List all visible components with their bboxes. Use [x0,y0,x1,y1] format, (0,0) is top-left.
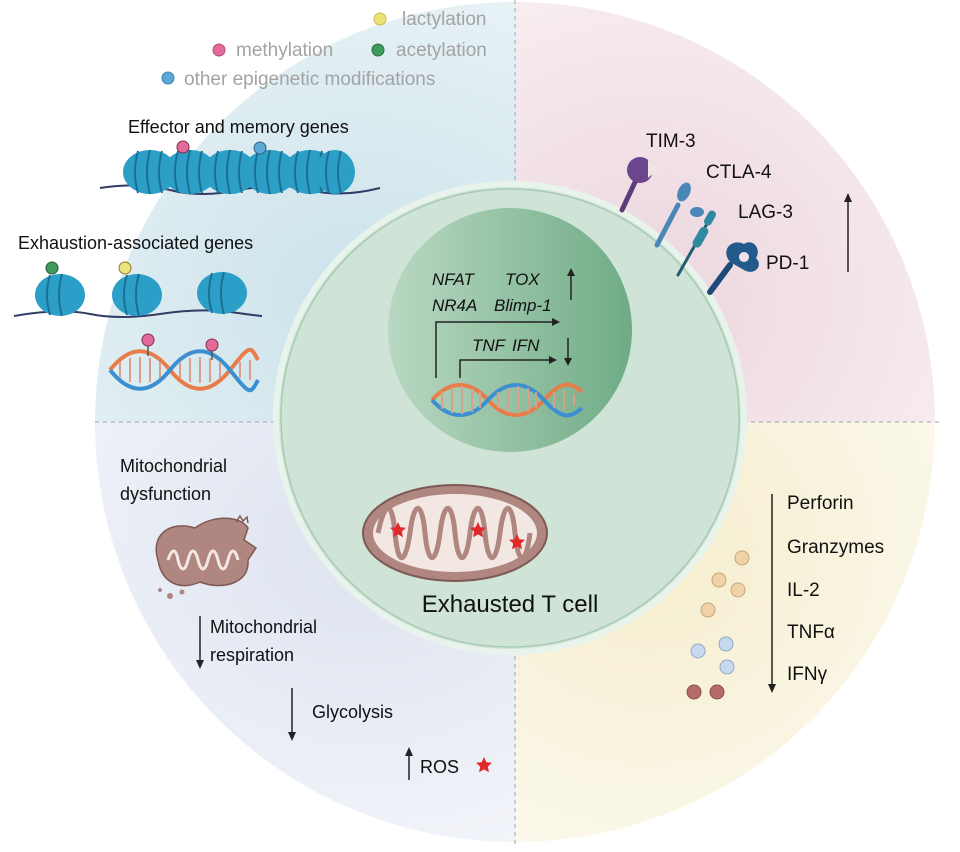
t-cell-membrane [280,188,740,648]
ros-star-icon [470,522,486,538]
down-arrow-icon [564,338,572,366]
histone-icon [112,273,162,317]
ros-star-icon [509,534,525,550]
cytokine-label: TNFα [787,622,835,643]
histone-cluster-exhaustion [35,261,247,317]
tim3-receptor-icon [619,157,660,213]
exhaustion-genes-label: Exhaustion-associated genes [18,233,253,253]
down-arrow-icon [768,494,776,693]
mito-respiration-line2: respiration [210,645,294,665]
ros-star-icon [390,522,406,538]
histone-cluster-effector [123,140,355,195]
legend-acetylation: acetylation [396,40,487,61]
histone-icon [203,149,257,195]
cytokines-panel: Perforin Granzymes IL-2 TNFα IFNγ [686,493,884,700]
methylation-mark-icon [205,338,219,352]
acetylation-dot-icon [371,43,385,57]
legend-lactylation: lactylation [402,9,487,30]
histone-icon [315,150,355,194]
cytokine-label: Perforin [787,493,854,514]
methylation-mark-icon [141,333,155,347]
lactylation-mark-icon [118,261,132,275]
mitochondrion-cell-icon [362,484,548,582]
receptor-label: PD-1 [766,253,809,274]
receptor-cluster: TIM-3 CTLA-4 LAG-3 PD-1 [619,131,852,295]
legend-methylation: methylation [236,40,333,61]
receptor-label: CTLA-4 [706,162,772,183]
other-mod-mark-icon [253,141,267,155]
ctla4-receptor-icon [654,182,704,248]
histone-icon [197,271,247,315]
up-arrow-icon [567,268,575,300]
receptor-label: LAG-3 [738,202,793,223]
up-arrow-icon [405,747,413,780]
cytokine-label: IL-2 [787,580,820,601]
cytokine-label: IFNγ [787,664,828,685]
mito-dysfunction-line1: Mitochondrial [120,456,227,476]
histone-icon [163,149,217,195]
dna-helix-nucleus [430,382,584,418]
histone-icon [243,149,297,195]
nucleus-content: NFAT TOX NR4A Blimp-1 TNF IFN [430,268,584,418]
cell-label: Exhausted T cell [422,591,599,618]
methylation-mark-icon [176,140,190,154]
legend: lactylation methylation acetylation othe… [161,9,487,90]
gene-tnf: TNF [472,336,507,355]
mito-respiration-line1: Mitochondrial [210,617,317,637]
down-arrow-icon [288,688,296,741]
histone-icon [35,273,85,317]
lag3-receptor-icon [676,210,716,277]
effector-genes-label: Effector and memory genes [128,117,349,137]
dna-helix-left [108,333,260,393]
secreted-granules-icon [686,550,750,700]
gene-blimp1: Blimp-1 [494,296,552,315]
pd1-receptor-icon [707,242,759,295]
down-arrow-icon [196,616,204,669]
gene-nfat: NFAT [432,270,475,289]
mito-dysfunction-line2: dysfunction [120,484,211,504]
methylation-dot-icon [212,43,226,57]
ros-star-icon [476,757,492,773]
legend-other: other epigenetic modifications [184,69,435,90]
glycolysis-label: Glycolysis [312,702,393,722]
promoter-arrow-upper-icon [435,321,558,378]
gene-nr4a: NR4A [432,296,477,315]
lactylation-dot-icon [373,12,387,26]
up-arrow-icon [844,193,852,272]
metabolism-panel: Mitochondrial dysfunction Mitochondrial … [120,456,492,780]
other-mod-dot-icon [161,71,175,85]
gene-ifn: IFN [512,336,540,355]
ros-label: ROS [420,757,459,777]
damaged-mitochondrion-icon [155,514,258,599]
gene-tox: TOX [505,270,540,289]
histone-icon [123,149,177,195]
receptor-label: TIM-3 [646,131,696,152]
acetylation-mark-icon [45,261,59,275]
cytokine-label: Granzymes [787,537,884,558]
promoter-arrow-lower-icon [459,359,555,378]
